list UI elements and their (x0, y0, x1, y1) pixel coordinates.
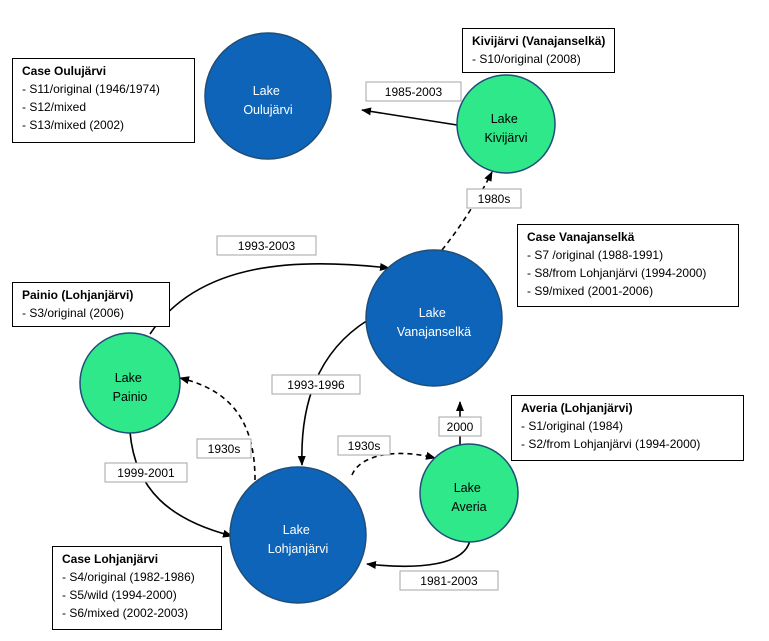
info-box-item: - S7 /original (1988-1991) (527, 248, 664, 262)
info-box-title: Painio (Lohjanjärvi) (22, 288, 134, 302)
svg-text:Lake Lohjanjärvi: Lake Lohjanjärvi (268, 523, 328, 556)
edge-label-1985-2003: 1985-2003 (365, 81, 462, 102)
edge-label-text: 1930s (348, 439, 381, 453)
edge-label-1930s-painio: 1930s (196, 438, 252, 459)
info-box-kivijarvi: Kivijärvi (Vanajanselkä) - S10/original … (462, 28, 615, 73)
info-box-title: Kivijärvi (Vanajanselkä) (472, 34, 606, 48)
info-box-painio: Painio (Lohjanjärvi) - S3/original (2006… (12, 282, 170, 327)
info-box-item: - S8/from Lohjanjärvi (1994-2000) (527, 266, 707, 280)
edge-vanajanselka-kivijarvi (441, 171, 493, 251)
node-averia-line2: Averia (451, 500, 486, 514)
info-box-item: - S6/mixed (2002-2003) (62, 606, 189, 620)
svg-text:Lake Painio: Lake Painio (113, 371, 148, 404)
edge-label-1981-2003: 1981-2003 (399, 570, 499, 591)
info-box-item: - S3/original (2006) (22, 306, 125, 320)
edge-painio-vanajanselka (149, 262, 390, 335)
edge-label-text: 1930s (208, 442, 241, 456)
node-averia-line1: Lake (454, 481, 481, 495)
edge-label-text: 2000 (447, 420, 474, 434)
edge-label-text: 1993-2003 (238, 239, 296, 253)
edge-label-text: 1985-2003 (385, 85, 443, 99)
edge-label-1999-2001: 1999-2001 (104, 462, 188, 483)
info-box-title: Case Vanajanselkä (527, 230, 635, 244)
info-box-title: Averia (Lohjanjärvi) (521, 401, 633, 415)
edge-label-text: 1981-2003 (420, 574, 478, 588)
node-oulujarvi-line2: Oulujärvi (243, 103, 292, 117)
nodes: Lake Oulujärvi Lake Kivijärvi Lake Vanaj… (79, 32, 556, 604)
edge-label-2000: 2000 (438, 416, 482, 437)
node-kivijarvi[interactable]: Lake Kivijärvi (456, 74, 556, 174)
info-box-item: - S11/original (1946/1974) (22, 82, 160, 96)
edge-kivijarvi-oulujarvi (361, 107, 458, 126)
node-oulujarvi-line1: Lake (253, 84, 280, 98)
edge-lohjanjarvi-averia (351, 451, 436, 476)
svg-text:Lake Vanajanselkä: Lake Vanajanselkä (397, 306, 471, 339)
node-vanajanselka-line2: Vanajanselkä (397, 325, 471, 339)
node-vanajanselka-line1: Lake (419, 306, 446, 320)
node-lohjanjarvi-line2: Lohjanjärvi (268, 542, 328, 556)
info-box-item: - S13/mixed (2002) (22, 118, 125, 132)
edge-label-text: 1993-1996 (287, 378, 345, 392)
node-painio-line2: Painio (113, 390, 148, 404)
node-vanajanselka-circle (365, 249, 503, 387)
info-box-item: - S10/original (2008) (472, 52, 581, 66)
edge-painio-lohjanjarvi (129, 431, 233, 538)
node-lohjanjarvi-line1: Lake (283, 523, 310, 537)
info-box-item: - S2/from Lohjanjärvi (1994-2000) (521, 437, 701, 451)
node-oulujarvi[interactable]: Lake Oulujärvi (204, 32, 332, 160)
info-box-item: - S9/mixed (2001-2006) (527, 284, 654, 298)
svg-text:Lake Oulujärvi: Lake Oulujärvi (243, 84, 292, 117)
node-kivijarvi-circle (456, 74, 556, 174)
svg-text:Lake Averia: Lake Averia (451, 481, 486, 514)
edge-labels: 1985-2003 1980s 1993-2003 1993-1996 1930… (104, 81, 522, 591)
node-painio-circle (79, 332, 181, 434)
info-box-vanajanselka: Case Vanajanselkä - S7 /original (1988-1… (517, 224, 739, 307)
node-oulujarvi-circle (204, 32, 332, 160)
node-kivijarvi-line1: Lake (491, 112, 518, 126)
node-painio[interactable]: Lake Painio (79, 332, 181, 434)
info-box-title: Case Lohjanjärvi (62, 552, 159, 566)
info-box-item: - S12/mixed (22, 100, 87, 114)
info-box-item: - S1/original (1984) (521, 419, 624, 433)
node-vanajanselka[interactable]: Lake Vanajanselkä (365, 249, 503, 387)
edge-label-text: 1980s (478, 192, 511, 206)
info-box-lohjanjarvi: Case Lohjanjärvi - S4/original (1982-198… (52, 546, 222, 630)
info-box-title: Case Oulujärvi (22, 64, 107, 78)
edge-label-1993-1996: 1993-1996 (271, 374, 361, 395)
node-averia-circle (419, 443, 519, 543)
svg-text:Lake Kivijärvi: Lake Kivijärvi (484, 112, 527, 145)
edge-lohjanjarvi-painio (179, 376, 256, 481)
node-averia[interactable]: Lake Averia (419, 443, 519, 543)
edge-label-1993-2003: 1993-2003 (216, 235, 317, 256)
edge-label-1930s-averia: 1930s (337, 435, 391, 456)
node-kivijarvi-line2: Kivijärvi (484, 131, 527, 145)
node-lohjanjarvi-circle (229, 466, 367, 604)
node-painio-line1: Lake (115, 371, 142, 385)
edge-label-text: 1999-2001 (117, 466, 175, 480)
edge-averia-lohjanjarvi (366, 539, 471, 569)
info-box-item: - S5/wild (1994-2000) (62, 588, 177, 602)
node-lohjanjarvi[interactable]: Lake Lohjanjärvi (229, 466, 367, 604)
edge-label-1980s-kivijarvi: 1980s (466, 188, 522, 209)
info-box-item: - S4/original (1982-1986) (62, 570, 195, 584)
info-box-averia: Averia (Lohjanjärvi) - S1/original (1984… (511, 395, 744, 461)
info-box-oulujarvi: Case Oulujärvi - S11/original (1946/1974… (12, 58, 195, 143)
